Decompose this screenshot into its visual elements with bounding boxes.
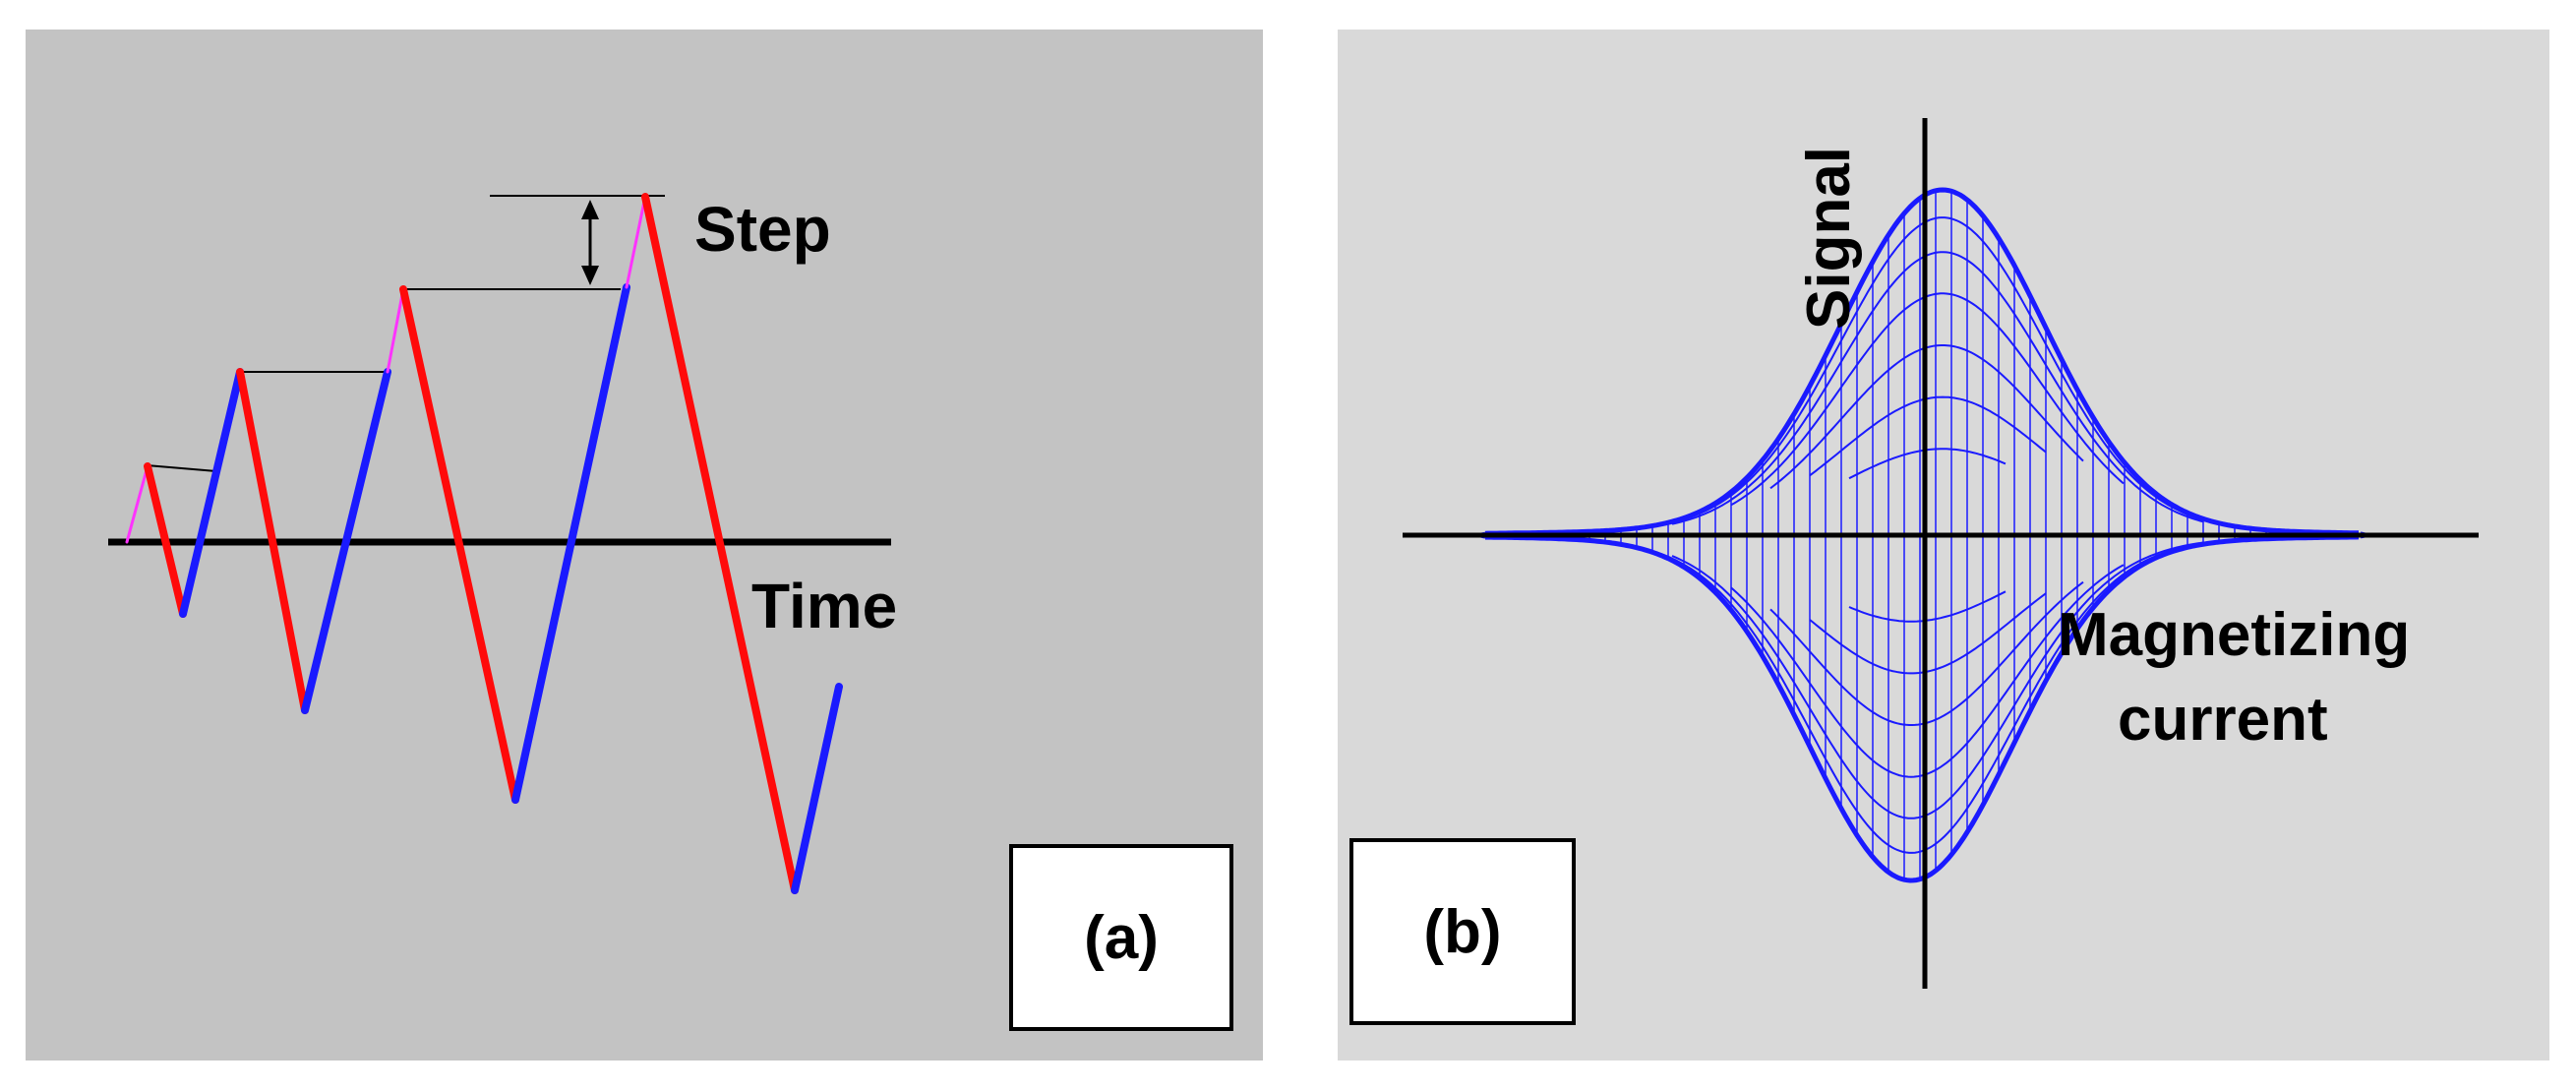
waveform-transition-segment-9	[625, 195, 647, 289]
waveform	[125, 193, 843, 894]
waveform-falling-segment-2	[144, 462, 187, 618]
signal-diagram: Signal Magnetizing current	[1403, 118, 2479, 989]
signal-label: Signal	[1795, 147, 1863, 330]
inner-lower-curve-5	[1671, 541, 2204, 819]
step-arrow	[581, 200, 599, 285]
waveform-transition-segment-1	[125, 464, 150, 544]
panel-b-label: (b)	[1349, 838, 1576, 1025]
outer-upper-curve	[1484, 187, 2359, 536]
inner-lower-curve-2	[1809, 592, 2047, 675]
panel-a-label: (a)	[1009, 844, 1233, 1031]
waveform-diagram: Step Time	[108, 193, 897, 894]
time-label: Time	[751, 571, 897, 641]
panel-b: Signal Magnetizing current (b)	[1338, 30, 2549, 1061]
waveform-transition-segment-6	[386, 287, 405, 374]
inner-upper-curve-6	[1592, 216, 2282, 533]
step-label: Step	[694, 194, 831, 265]
panel-a: Step Time (a)	[26, 30, 1263, 1061]
waveform-rising-segment-11	[791, 683, 843, 894]
step-level-line-1	[146, 464, 217, 472]
waveform-falling-segment-10	[641, 193, 799, 894]
magnetizing-current-label-line2: current	[2118, 686, 2328, 754]
inner-upper-curve-2	[1809, 395, 2047, 477]
waveform-falling-segment-4	[236, 368, 309, 714]
inner-upper-curve-5	[1671, 251, 2204, 525]
magnetizing-current-label-line1: Magnetizing	[2058, 601, 2410, 669]
waveform-rising-segment-5	[301, 368, 391, 714]
outer-lower-curve	[1485, 534, 2360, 883]
waveform-falling-segment-7	[399, 285, 519, 804]
waveform-rising-segment-8	[511, 283, 630, 804]
waveform-rising-segment-3	[179, 368, 244, 618]
